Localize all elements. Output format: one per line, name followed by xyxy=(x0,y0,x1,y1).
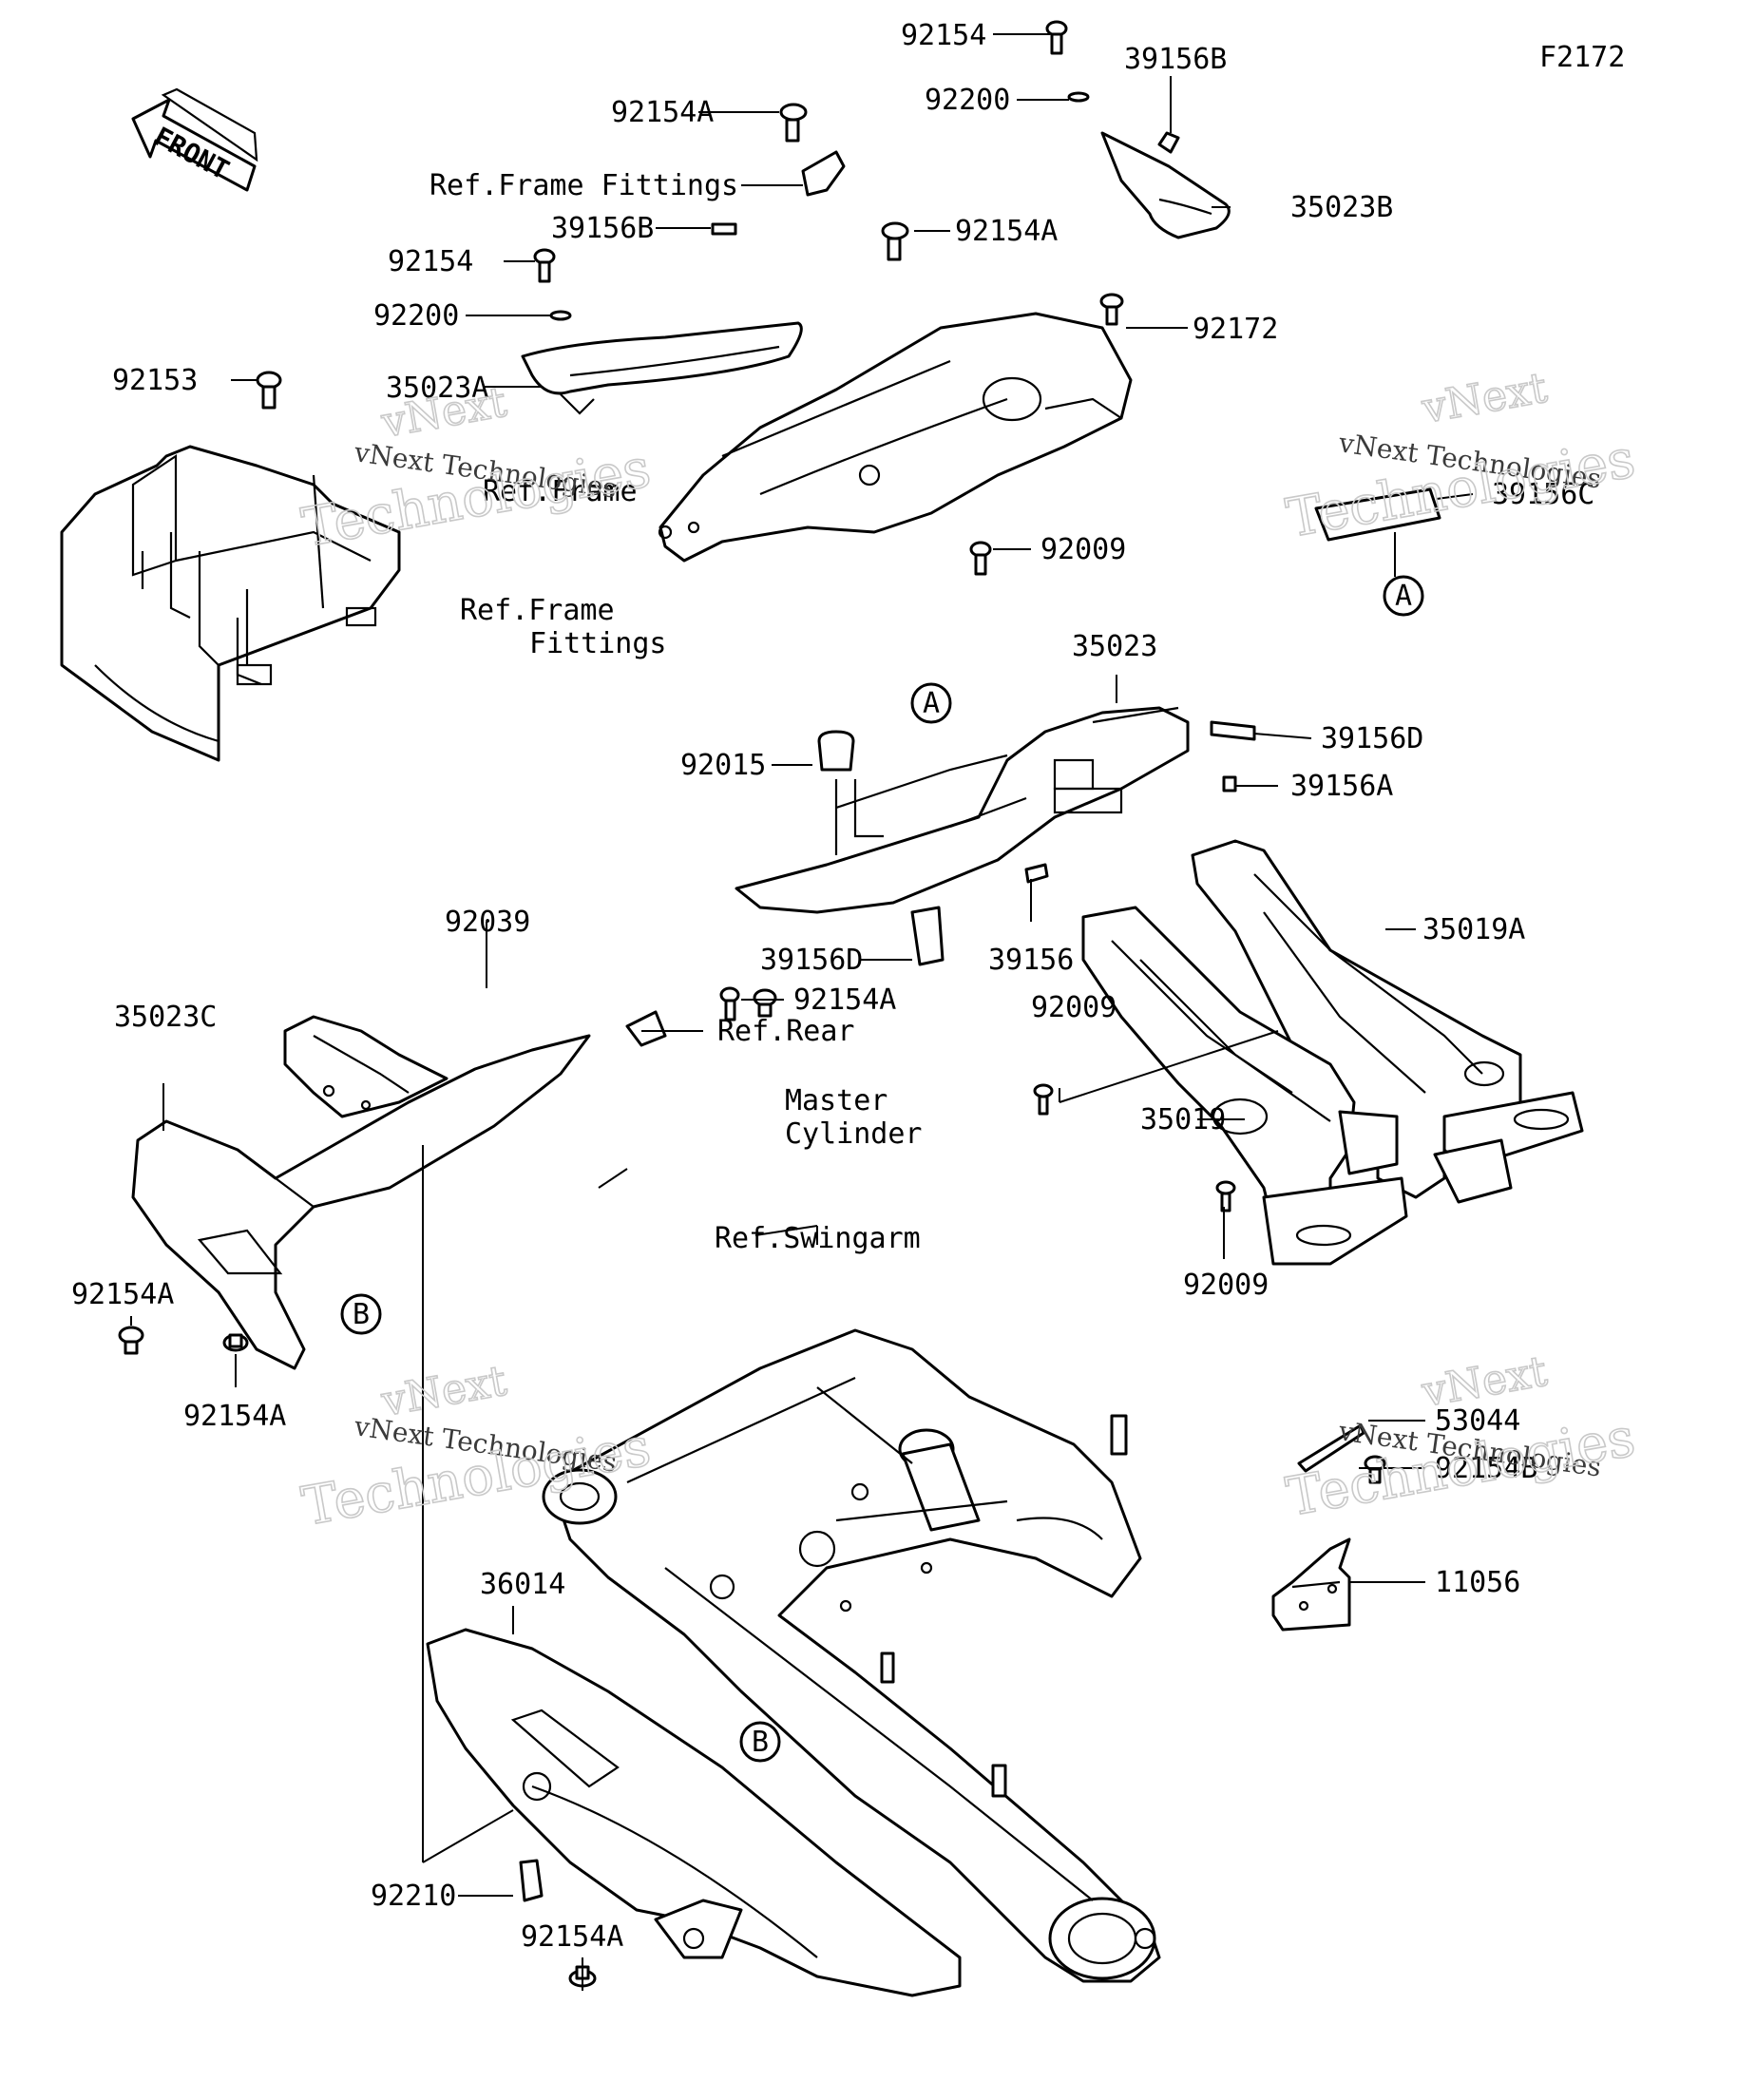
part-label: 92154A xyxy=(183,1400,286,1433)
part-label: 39156D xyxy=(760,944,863,977)
front-arrow-icon: FRONT xyxy=(131,87,258,192)
part-label: 35023 xyxy=(1072,630,1157,663)
ref-label: Master xyxy=(785,1084,888,1117)
fastener-cluster-top xyxy=(256,20,1124,410)
rear-frame-35019 xyxy=(1081,906,1408,1266)
callout-b-lower-label: B xyxy=(752,1726,769,1759)
watermark-brand: vNext xyxy=(1418,1347,1551,1417)
part-label: 92154A xyxy=(521,1920,623,1954)
reference-labels: Ref.Frame Fittings Ref.Frame Ref.Frame F… xyxy=(429,169,923,1255)
part-label: 92154B xyxy=(1435,1452,1537,1485)
part-label: 39156B xyxy=(1124,43,1227,76)
part-label: 36014 xyxy=(480,1568,565,1601)
leader-lines xyxy=(130,33,1474,1991)
part-label: 92154 xyxy=(388,245,473,278)
part-label: 39156D xyxy=(1321,722,1423,755)
swingarm xyxy=(542,1328,1161,1983)
frame-fitting-box xyxy=(60,445,401,762)
callout-a-center xyxy=(910,682,952,724)
part-label: 92210 xyxy=(371,1880,456,1913)
part-label: 92153 xyxy=(112,364,198,397)
part-label: 92015 xyxy=(680,749,766,782)
part-label: 39156A xyxy=(1290,770,1393,803)
undertray-35023 xyxy=(735,706,1190,914)
part-label: 92200 xyxy=(925,84,1010,117)
ref-label: Ref.Swingarm xyxy=(715,1222,921,1255)
callout-a-right xyxy=(1383,575,1424,617)
watermark-brand: vNext xyxy=(1418,364,1551,433)
hose-53044 xyxy=(1297,1423,1365,1473)
figure-code: F2172 xyxy=(1539,41,1625,74)
frame-fitting-upper xyxy=(658,312,1133,563)
part-label: 39156B xyxy=(551,212,654,245)
part-label: 53044 xyxy=(1435,1404,1520,1438)
part-label: 11056 xyxy=(1435,1566,1520,1599)
part-label: 35019 xyxy=(1140,1103,1226,1136)
part-label: 92172 xyxy=(1193,313,1278,346)
ref-label: Cylinder xyxy=(785,1117,923,1151)
rear-fender-35023C xyxy=(118,1015,591,1370)
ref-label: Ref.Frame Fittings xyxy=(429,169,738,202)
part-label: 92154A xyxy=(611,96,714,129)
chain-guard-36014 xyxy=(426,1628,962,1997)
part-label: 92154 xyxy=(901,19,986,52)
part-label: 39156C xyxy=(1492,478,1594,511)
rear-frame-35019A xyxy=(1191,839,1584,1204)
part-label: 92009 xyxy=(1183,1269,1269,1302)
part-label: 92200 xyxy=(373,299,459,333)
ref-label: Ref.Frame xyxy=(483,475,638,508)
part-label: 92039 xyxy=(445,906,530,939)
callout-a-right-label: A xyxy=(1395,580,1412,613)
part-label: 35023C xyxy=(114,1001,217,1034)
sticker-39156C xyxy=(1314,487,1441,542)
callout-b-upper xyxy=(340,1293,382,1335)
ref-label: Fittings xyxy=(529,627,667,660)
part-label: 92154A xyxy=(955,215,1058,248)
ref-label: Ref.Rear xyxy=(717,1015,855,1048)
bracket-11056 xyxy=(1271,1537,1351,1632)
part-label: 35019A xyxy=(1422,913,1525,946)
callout-a-center-label: A xyxy=(923,687,940,720)
callout-markers: A A B B xyxy=(340,575,1424,1763)
part-label: 92009 xyxy=(1040,533,1126,566)
part-label: 92154A xyxy=(71,1278,174,1311)
small-parts-center xyxy=(625,541,1386,1484)
seat-cowl-35023A xyxy=(521,321,803,415)
part-label: 39156 xyxy=(988,944,1074,977)
cowl-35023B xyxy=(1100,131,1231,239)
callout-b-lower xyxy=(739,1721,781,1763)
part-label: 92009 xyxy=(1031,991,1117,1024)
part-label: 35023B xyxy=(1290,191,1393,224)
part-label: 92154A xyxy=(793,983,896,1017)
callout-b-upper-label: B xyxy=(353,1298,370,1331)
part-labels: 92154 39156B 92200 92154A 35023B 39156B … xyxy=(71,19,1594,1954)
part-label: 35023A xyxy=(386,372,488,405)
ref-label: Ref.Frame xyxy=(460,594,615,627)
watermarks: vNext vNext Technologies Technologies vN… xyxy=(296,363,1640,1539)
